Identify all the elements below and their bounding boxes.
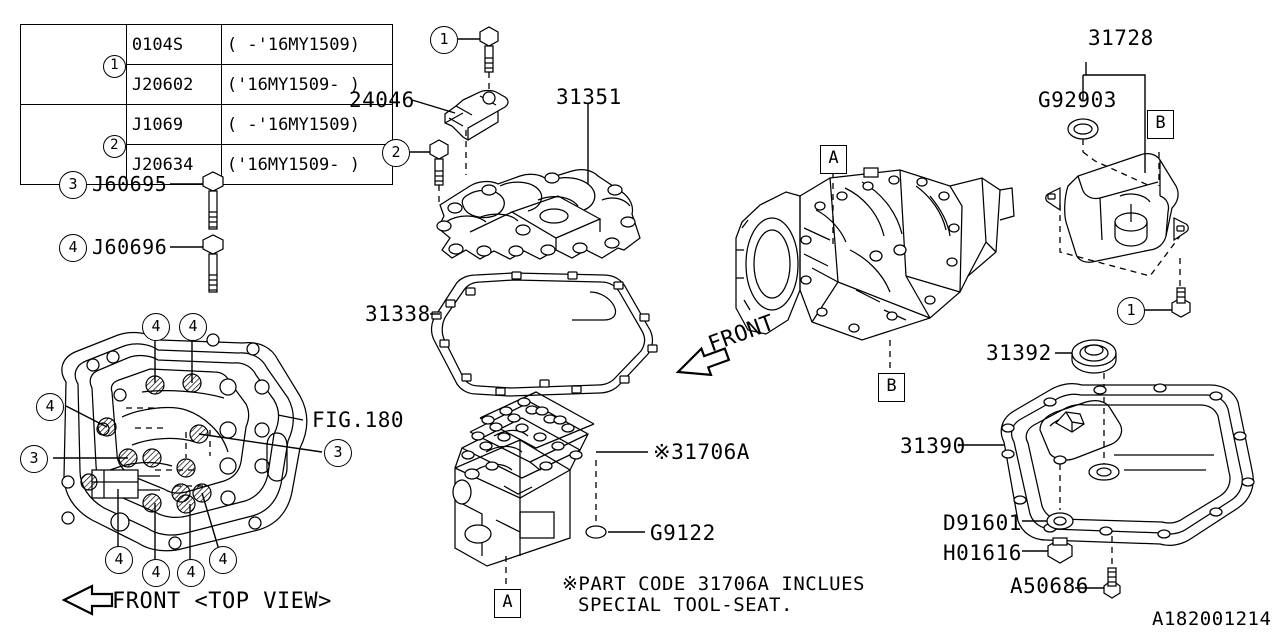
marker-a: A: [820, 145, 847, 174]
label-d91601: D91601: [943, 511, 1022, 535]
circled-number: 1: [102, 55, 126, 78]
callout-4: 4: [209, 546, 237, 574]
part-code: J20602: [125, 64, 222, 105]
marker-b: B: [878, 373, 905, 402]
marker-a: A: [494, 589, 521, 618]
label-h01616: H01616: [943, 541, 1022, 565]
callout-4: 4: [179, 313, 207, 341]
part-range: ('16MY1509- ): [220, 64, 393, 105]
legend-bolt-j60696: [170, 234, 224, 293]
legend-bolt-j60695: [170, 171, 224, 230]
front-top-view-label: FRONT <TOP VIEW>: [112, 589, 332, 614]
marker-b: B: [1147, 110, 1174, 139]
callout-3: 3: [20, 445, 48, 473]
valve-body-top-view: [53, 331, 323, 616]
label-g92903: G92903: [1038, 88, 1117, 112]
transmission-assembly: [675, 167, 1015, 377]
table-row: J20602 ('16MY1509- ): [21, 64, 393, 105]
table-row-number: 1: [20, 24, 127, 105]
circled-number: 2: [102, 135, 126, 158]
callout-4: 4: [177, 559, 205, 587]
oil-pan-gasket-31338: [430, 271, 658, 397]
part-range: ('16MY1509- ): [220, 144, 393, 185]
part-range: ( -'16MY1509): [220, 104, 393, 145]
callout-4: 4: [142, 313, 170, 341]
callout-4: 4: [36, 393, 64, 421]
label-31392: 31392: [986, 341, 1052, 365]
label-j60695: J60695: [92, 172, 168, 196]
part-code: 0104S: [125, 24, 222, 65]
part-code: J1069: [125, 104, 222, 145]
label-j60696: J60696: [92, 235, 168, 259]
label-31338: 31338: [365, 302, 431, 326]
label-24046: 24046: [349, 88, 415, 112]
table-row: 1 0104S ( -'16MY1509): [20, 24, 393, 105]
table-row: J20634 ('16MY1509- ): [21, 144, 393, 185]
drawing-number: A182001214: [1152, 608, 1272, 630]
callout-4: 4: [142, 559, 170, 587]
oil-pan-31390: [958, 339, 1255, 599]
callout-2: 2: [382, 139, 410, 167]
label-31706a: ※31706A: [653, 440, 750, 464]
upper-valve-body-31351: [436, 104, 641, 260]
label-31728: 31728: [1088, 26, 1154, 50]
note-line-2: SPECIAL TOOL-SEAT.: [578, 594, 793, 616]
part-code: J20634: [125, 144, 222, 185]
note-line-1: ※PART CODE 31706A INCLUES: [562, 573, 865, 595]
callout-1: 1: [430, 26, 458, 54]
cover-31728: [1045, 62, 1191, 318]
label-31351: 31351: [556, 85, 622, 109]
label-a50686: A50686: [1010, 574, 1089, 598]
table-row: 2 J1069 ( -'16MY1509): [20, 104, 393, 185]
parts-table: 1 0104S ( -'16MY1509) J20602 ('16MY1509-…: [20, 24, 393, 185]
callout-4-legend: 4: [59, 234, 87, 262]
label-31390: 31390: [900, 434, 966, 458]
callout-4: 4: [105, 546, 133, 574]
valve-body-31706a: [452, 391, 648, 588]
bracket-24046: [410, 26, 509, 205]
label-fig-180: FIG.180: [312, 408, 405, 432]
callout-3-legend: 3: [59, 171, 87, 199]
callout-3: 3: [324, 439, 352, 467]
label-g9122: G9122: [650, 521, 716, 545]
callout-1: 1: [1117, 297, 1145, 325]
